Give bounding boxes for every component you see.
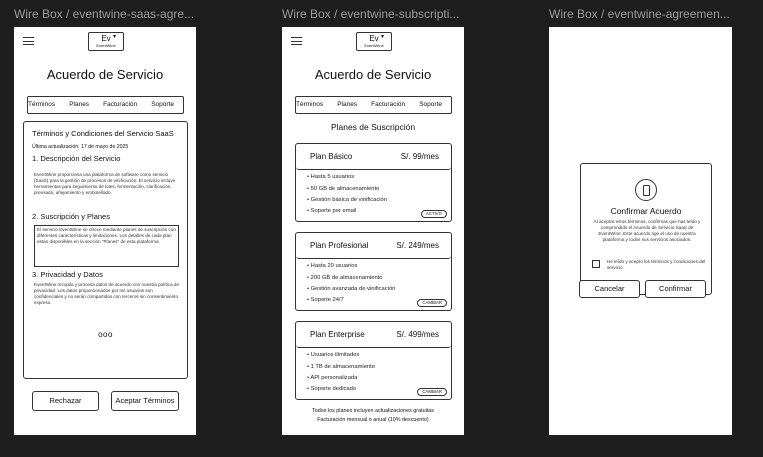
plan-name: Plan Enterprise [310,330,365,339]
tab-soporte[interactable]: Soporte [419,101,442,108]
tab-terminos[interactable]: Términos [28,101,56,108]
subscription-heading: Planes de Suscripción [330,122,416,132]
plan-feature: • 1 TB de almacenamiento [307,364,375,370]
tab-soporte[interactable]: Soporte [151,101,174,108]
accept-checkbox-label: He leído y acepto los términos y condici… [607,259,706,270]
tab-planes[interactable]: Planes [337,101,358,108]
section-text-privacy: EventWine recopila y procesa datos de ac… [34,282,180,305]
plan-card-enterprise: Plan Enterprise S/. 499/mes • Usuarios i… [295,321,452,400]
plan-card-profesional: Plan Profesional S/. 249/mes • Hasta 20 … [295,232,452,311]
phone-icon [635,179,657,201]
plan-price: S/. 249/mes [396,241,439,250]
plan-feature: • Gestión avanzada de vinificación [307,286,396,292]
plan-card-basico: Plan Básico S/. 99/mes • Hasta 5 usuario… [295,143,452,222]
plan-feature: • Soporte dedicado [307,386,357,392]
section-heading-description: 1. Descripción del Servicio [32,154,121,163]
plan-status-active-badge: ACTIVO [421,210,447,218]
terms-title: Términos y Condiciones del Servicio SaaS [32,129,174,138]
section-heading-privacy: 3. Privacidad y Datos [32,270,103,279]
tab-facturacion[interactable]: Facturación [371,101,406,108]
section-text-subscription: El servicio EventWine se ofrece mediante… [34,225,179,267]
confirm-dialog: Confirmar Acuerdo Al aceptar estos térmi… [579,163,712,298]
logo-brand: EventWine [364,43,384,48]
plan-header: Plan Básico S/. 99/mes [296,144,451,170]
page-title: Acuerdo de Servicio [314,67,432,82]
logo: Ev ▾ EventWine [356,32,392,51]
frame-label-agreement: Wire Box / eventwine-agreemen... [549,7,730,21]
plan-header: Plan Enterprise S/. 499/mes [296,322,451,348]
tab-bar: Términos Planes Facturación Soporte [295,96,452,114]
hamburger-menu-icon[interactable] [291,37,302,45]
terms-document[interactable]: Términos y Condiciones del Servicio SaaS… [23,121,188,379]
more-dots-icon[interactable]: ooo [98,330,113,339]
frame-subscription: Ev ▾ EventWine Acuerdo de Servicio Térmi… [282,27,464,435]
plan-feature: • Hasta 5 usuarios [307,174,355,180]
tab-terminos[interactable]: Términos [296,101,324,108]
accept-terms-button[interactable]: Aceptar Términos [111,391,179,411]
chevron-down-icon: ▾ [112,34,116,40]
plan-feature: • Usuarios ilimitados [307,352,360,358]
reject-button[interactable]: Rechazar [32,391,99,411]
plan-feature: • Soporte por email [307,208,357,214]
plans-footer-note: Todos los planes incluyen actualizacione… [312,408,434,414]
plan-feature: • Hasta 20 usuarios [307,263,358,269]
plan-feature: • Soporte 24/7 [307,297,344,303]
page-title: Acuerdo de Servicio [46,67,164,82]
terms-updated-date: Última actualización: 17 de mayo de 2025 [32,144,129,150]
logo-initials: Ev [369,34,379,43]
section-heading-subscription: 2. Suscripción y Planes [32,212,110,221]
section-text-description: EventWine proporciona una plataforma de … [34,172,176,195]
dialog-text: Al aceptar estos términos, confirmas que… [593,219,701,242]
plan-name: Plan Profesional [310,241,369,250]
frame-label-terms: Wire Box / eventwine-saas-agre... [14,7,195,21]
frame-terms: Ev ▾ EventWine Acuerdo de Servicio Térmi… [14,27,196,435]
plans-billing-note: Facturación mensual o anual (10% descuen… [317,417,429,423]
plan-price: S/. 499/mes [396,330,439,339]
logo-initials: Ev [101,34,111,43]
tab-facturacion[interactable]: Facturación [103,101,138,108]
tab-planes[interactable]: Planes [69,101,90,108]
cancel-button[interactable]: Cancelar [579,280,640,298]
hamburger-menu-icon[interactable] [23,37,34,45]
plan-name: Plan Básico [310,152,353,161]
confirm-button[interactable]: Confirmar [645,280,706,298]
change-plan-button[interactable]: CAMBIAR [417,299,447,307]
chevron-down-icon: ▾ [380,34,384,40]
plan-feature: • Gestión básica de vinificación [307,197,388,203]
accept-checkbox[interactable] [592,260,600,268]
change-plan-button[interactable]: CAMBIAR [417,388,447,396]
frame-label-subscription: Wire Box / eventwine-subscripti... [282,7,460,21]
dialog-title: Confirmar Acuerdo [610,206,682,216]
plan-price: S/. 99/mes [400,152,439,161]
plan-feature: • 200 GB de almacenamiento [307,275,383,281]
logo-brand: EventWine [96,43,116,48]
plan-header: Plan Profesional S/. 249/mes [296,233,451,259]
frame-agreement: Confirmar Acuerdo Al aceptar estos térmi… [549,27,732,435]
plan-feature: • 50 GB de almacenamiento [307,186,380,192]
logo: Ev ▾ EventWine [88,32,124,51]
tab-bar: Términos Planes Facturación Soporte [27,96,184,114]
plan-feature: • API personalizada [307,375,358,381]
